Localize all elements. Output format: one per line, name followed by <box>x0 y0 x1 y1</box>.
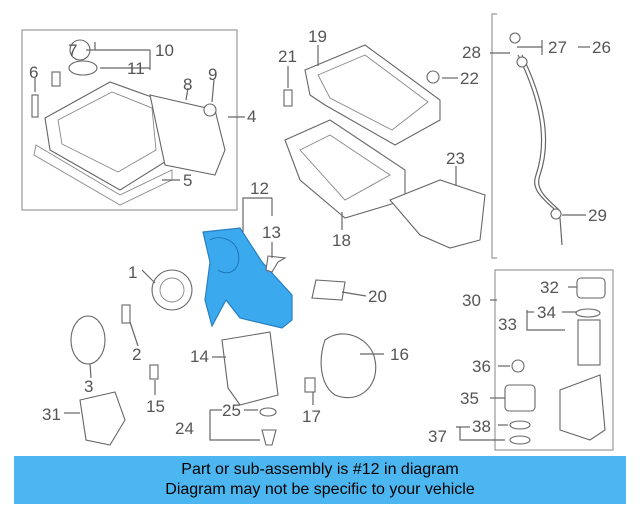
callout-18: 18 <box>332 231 351 250</box>
callout-numbers: 7 10 11 6 8 9 4 5 21 19 22 23 18 20 12 1… <box>29 27 611 446</box>
callout-19: 19 <box>308 27 327 46</box>
banner-line-1: Part or sub-assembly is #12 in diagram <box>181 461 459 478</box>
callout-31: 31 <box>42 405 61 424</box>
callout-29: 29 <box>588 206 607 225</box>
callout-21: 21 <box>278 47 297 66</box>
callout-3: 3 <box>84 377 93 396</box>
callout-20: 20 <box>368 287 387 306</box>
valve-cover-group-box <box>21 29 238 211</box>
callout-9: 9 <box>208 65 217 84</box>
parts-diagram: 7 10 11 6 8 9 4 5 21 19 22 23 18 20 12 1… <box>21 13 614 451</box>
valve-cover-parts <box>31 39 226 206</box>
callout-6: 6 <box>29 63 38 82</box>
oil-filter-group-box <box>494 269 614 451</box>
bracket-13 <box>265 255 287 273</box>
callout-33: 33 <box>498 315 517 334</box>
lower-left-parts <box>70 269 279 446</box>
callout-15: 15 <box>146 397 165 416</box>
callout-26: 26 <box>592 38 611 57</box>
callout-22: 22 <box>460 69 479 88</box>
callout-2: 2 <box>132 345 141 364</box>
callout-13: 13 <box>262 223 281 242</box>
callout-36: 36 <box>472 357 491 376</box>
banner-line-2: Diagram may not be specific to your vehi… <box>165 481 475 498</box>
callout-10: 10 <box>155 41 174 60</box>
lower-center-parts <box>259 279 377 446</box>
callout-16: 16 <box>390 345 409 364</box>
callout-34: 34 <box>537 303 556 322</box>
timing-cover-highlighted <box>202 227 293 329</box>
callout-24: 24 <box>175 419 194 438</box>
callout-27: 27 <box>548 38 567 57</box>
callout-32: 32 <box>540 278 559 297</box>
callout-5: 5 <box>183 171 192 190</box>
callout-23: 23 <box>446 149 465 168</box>
callout-12: 12 <box>250 179 269 198</box>
callout-11: 11 <box>127 59 145 78</box>
callout-8: 8 <box>183 75 192 94</box>
callout-14: 14 <box>190 347 209 366</box>
callout-1: 1 <box>128 263 137 282</box>
callout-17: 17 <box>302 407 321 426</box>
info-banner: Part or sub-assembly is #12 in diagram D… <box>14 456 626 504</box>
oil-pan-parts <box>283 44 486 249</box>
oil-dipstick-group-box <box>491 13 497 259</box>
callout-38: 38 <box>472 417 491 436</box>
callout-7: 7 <box>68 41 77 60</box>
leader-lines <box>34 40 590 441</box>
callout-37: 37 <box>428 427 447 446</box>
dipstick-parts <box>509 32 563 246</box>
callout-25: 25 <box>222 401 241 420</box>
callout-28: 28 <box>462 43 481 62</box>
timing-cover-inner <box>209 237 240 274</box>
callout-35: 35 <box>460 389 479 408</box>
callout-4: 4 <box>247 107 256 126</box>
callout-30: 30 <box>462 291 481 310</box>
